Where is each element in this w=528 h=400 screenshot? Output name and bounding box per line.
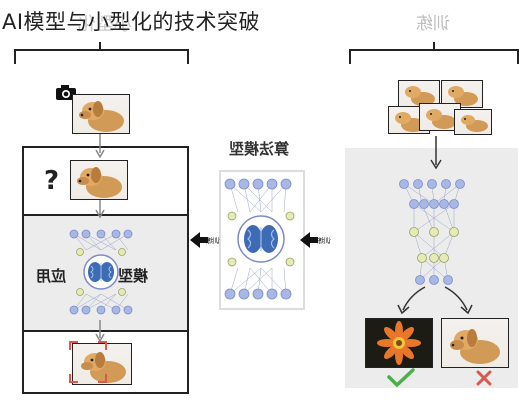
check-icon <box>387 368 415 388</box>
dog-photo-input <box>72 94 130 134</box>
dog-photo-training <box>441 318 509 368</box>
training-network <box>399 179 465 285</box>
page-title: AI模型与小型化的技术突破 <box>2 10 261 34</box>
dog-image <box>77 167 122 198</box>
dog-image <box>81 352 126 383</box>
training-photo-5 <box>454 109 492 135</box>
small-network <box>69 229 133 315</box>
cross-icon <box>476 370 492 386</box>
camera-icon <box>55 84 77 100</box>
focus-frame-icon <box>69 341 107 383</box>
training-photo-1 <box>398 80 440 108</box>
brain-icon <box>244 225 278 253</box>
flower-photo <box>365 318 433 368</box>
dog-photo-query <box>70 160 128 200</box>
dog-image <box>79 101 124 132</box>
flower-image <box>377 321 421 365</box>
dog-photo-result <box>72 343 132 385</box>
center-network <box>224 178 295 300</box>
question-mark: ? <box>44 166 60 196</box>
dog-image <box>450 329 500 364</box>
left-bracket <box>14 49 189 64</box>
